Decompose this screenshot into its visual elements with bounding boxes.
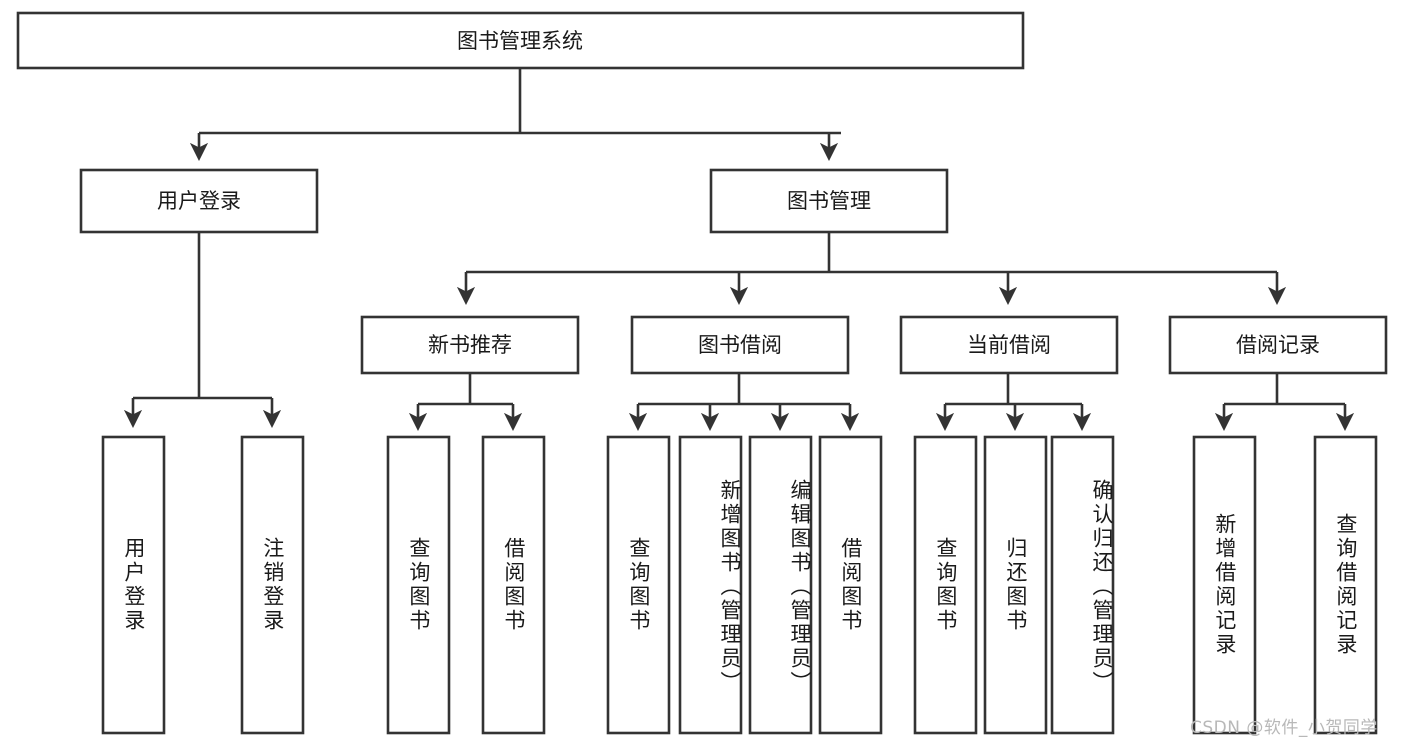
- node-book-manage-label: 图书管理: [787, 189, 871, 213]
- leaf-box-borrow-book-1[interactable]: [481, 435, 546, 735]
- leaf-box-query-book-2[interactable]: [606, 435, 671, 735]
- leaf-box-query-book-1[interactable]: [386, 435, 451, 735]
- node-user-login-label: 用户登录: [157, 189, 241, 213]
- watermark-text: CSDN @软件_小贺同学: [1190, 718, 1378, 738]
- leaf-box-query-record[interactable]: [1313, 435, 1378, 735]
- leaf-box-return-book[interactable]: [983, 435, 1048, 735]
- leaf-box-edit-book[interactable]: [748, 435, 813, 735]
- connector-currentborrow-to-leaves: [935, 373, 1092, 432]
- connector-userlogin-to-leaves: [123, 232, 282, 429]
- connector-newbook-to-leaves: [408, 373, 523, 432]
- connector-bookmanage-to-level3: [456, 232, 1287, 306]
- node-current-borrow[interactable]: 当前借阅: [899, 315, 1119, 375]
- node-root[interactable]: 图书管理系统: [16, 11, 1025, 70]
- node-borrow-record-label: 借阅记录: [1236, 333, 1320, 357]
- connector-borrowrecord-to-leaves: [1214, 373, 1355, 432]
- leaf-box-confirm-return[interactable]: [1050, 435, 1115, 735]
- leaf-box-add-record[interactable]: [1192, 435, 1257, 735]
- node-book-manage[interactable]: 图书管理: [709, 168, 949, 234]
- node-root-label: 图书管理系统: [457, 29, 583, 53]
- leaf-box-user-login[interactable]: [101, 435, 166, 735]
- node-borrow-record[interactable]: 借阅记录: [1168, 315, 1388, 375]
- node-user-login[interactable]: 用户登录: [79, 168, 319, 234]
- leaf-box-borrow-book-2[interactable]: [818, 435, 883, 735]
- leaf-box-user-logout[interactable]: [240, 435, 305, 735]
- node-book-borrow[interactable]: 图书借阅: [630, 315, 850, 375]
- node-book-borrow-label: 图书借阅: [698, 333, 782, 357]
- connector-root-to-level2: [189, 68, 841, 162]
- node-current-borrow-label: 当前借阅: [967, 333, 1051, 357]
- node-new-book-recommend-label: 新书推荐: [428, 333, 512, 357]
- leaf-box-add-book[interactable]: [678, 435, 743, 735]
- connector-bookborrow-to-leaves: [628, 373, 860, 432]
- leaf-box-query-book-3[interactable]: [913, 435, 978, 735]
- node-new-book-recommend[interactable]: 新书推荐: [360, 315, 580, 375]
